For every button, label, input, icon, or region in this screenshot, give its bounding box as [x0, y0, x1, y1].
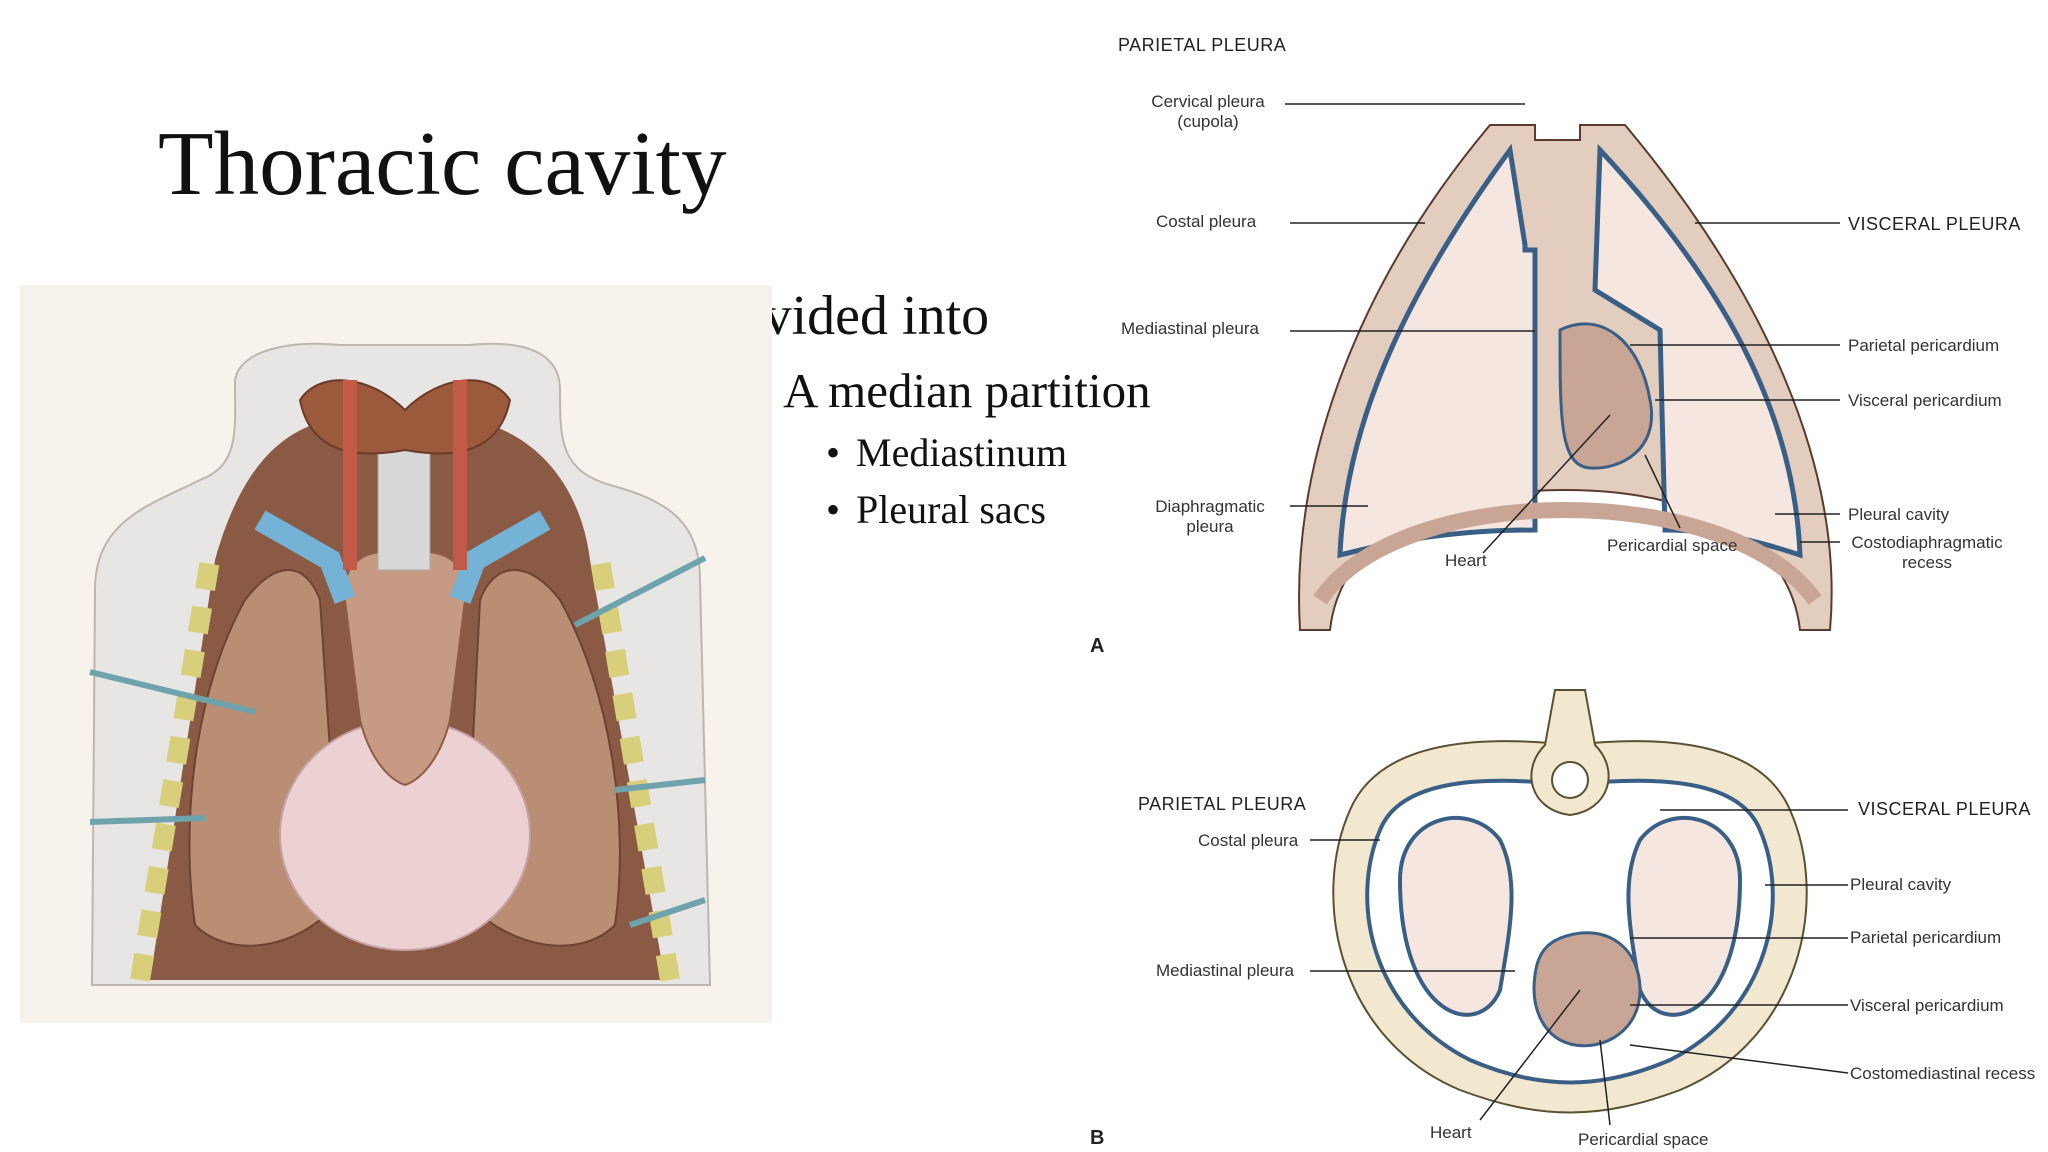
diagram-b-leaders: [1310, 809, 1849, 1126]
label-diaphragmatic-pleura: Diaphragmatic pleura: [1140, 497, 1280, 538]
pleural-cavity-outline-b: [1365, 778, 1775, 1085]
label-line: Costodiaphragmatic: [1851, 533, 2003, 552]
bullet-dot: •: [826, 430, 841, 475]
retractor: [629, 897, 706, 928]
label-visceral-pleura-a: VISCERAL PLEURA: [1848, 214, 2021, 234]
label-line: (cupola): [1177, 112, 1239, 132]
right-vein: [449, 510, 551, 604]
label-line: recess: [1901, 553, 1953, 573]
spinal-canal: [1551, 761, 1589, 799]
label-costal-pleura-a: Costal pleura: [1156, 212, 1257, 231]
bullet-dot: •: [750, 363, 768, 418]
illustration-background: [20, 285, 772, 1023]
diagram-a-heading: PARIETAL PLEURA: [1118, 35, 1287, 55]
bullet-level2: • A median partition: [750, 366, 1151, 415]
label-visceral-pericardium-a: Visceral pericardium: [1848, 391, 2002, 410]
label-pleural-cavity-b: Pleural cavity: [1850, 875, 1952, 894]
retractor: [573, 555, 707, 628]
retractor: [614, 777, 706, 793]
bullet-level1-text: Divided into: [707, 285, 990, 347]
label-cervical-pleura: Cervical pleura (cupola): [1138, 92, 1278, 133]
label-line: Diaphragmatic: [1155, 497, 1265, 516]
label-pericardial-space-a: Pericardial space: [1607, 536, 1738, 555]
left-vein: [254, 510, 356, 604]
label-heart-b: Heart: [1430, 1123, 1472, 1142]
label-pleural-cavity-a: Pleural cavity: [1848, 505, 1950, 524]
diagram-b-heading: PARIETAL PLEURA: [1138, 794, 1307, 814]
label-costal-pleura-b: Costal pleura: [1198, 831, 1299, 850]
retractor: [89, 669, 256, 715]
chest-cavity: [150, 420, 665, 980]
left-lung-b: [1397, 815, 1514, 1017]
right-lung-a: [1592, 143, 1803, 559]
bullet-level1: •Divided into: [672, 288, 989, 344]
bullet-dot: •: [672, 285, 692, 347]
thyroid: [298, 379, 512, 455]
label-parietal-pericardium-b: Parietal pericardium: [1850, 928, 2002, 947]
trachea: [377, 429, 431, 571]
bullet-level2-text: A median partition: [783, 363, 1151, 418]
right-lung-b: [1626, 815, 1743, 1017]
label-heart-a: Heart: [1445, 551, 1487, 570]
label-costodiaphragmatic-recess: Costodiaphragmatic recess: [1842, 533, 2012, 574]
chest-wall: [1298, 124, 1833, 631]
heart-b: [1532, 931, 1642, 1048]
right-ribs: [590, 558, 680, 982]
label-mediastinal-pleura-a: Mediastinal pleura: [1121, 319, 1259, 338]
bullet-level3-text: Mediastinum: [856, 430, 1068, 475]
diaphragm-a: [1313, 502, 1822, 605]
figure-letter-b: B: [1090, 1127, 1105, 1149]
retractor: [89, 815, 206, 825]
bullet-level3-text: Pleural sacs: [856, 487, 1046, 532]
thymus: [343, 551, 467, 787]
heart-a: [1558, 322, 1653, 470]
label-costomediastinal-recess: Costomediastinal recess: [1850, 1064, 2036, 1083]
label-mediastinal-pleura-b: Mediastinal pleura: [1156, 961, 1294, 980]
label-visceral-pericardium-b: Visceral pericardium: [1850, 996, 2004, 1015]
bullet-dot: •: [826, 487, 841, 532]
slide-title: Thoracic cavity: [158, 113, 727, 214]
bullet-level3-mediastinum: • Mediastinum: [826, 433, 1067, 473]
label-parietal-pericardium-a: Parietal pericardium: [1848, 336, 2000, 355]
left-lung: [188, 569, 342, 947]
label-line: Cervical pleura: [1151, 92, 1265, 111]
label-visceral-pleura-b: VISCERAL PLEURA: [1858, 799, 2031, 819]
label-line: pleura: [1186, 517, 1234, 537]
left-ribs: [130, 558, 220, 982]
label-pericardial-space-b: Pericardial space: [1578, 1130, 1709, 1149]
left-lung-a: [1337, 143, 1538, 559]
right-lung: [463, 569, 621, 947]
torso-silhouette: [90, 342, 712, 986]
rib-ring-b: [1332, 740, 1808, 1114]
vertebra: [1530, 689, 1610, 817]
bullet-level3-pleural-sacs: • Pleural sacs: [826, 490, 1046, 530]
heart-pericardium: [279, 719, 531, 951]
diagram-a-leaders: [1285, 103, 1840, 554]
figure-letter-a: A: [1090, 635, 1105, 657]
